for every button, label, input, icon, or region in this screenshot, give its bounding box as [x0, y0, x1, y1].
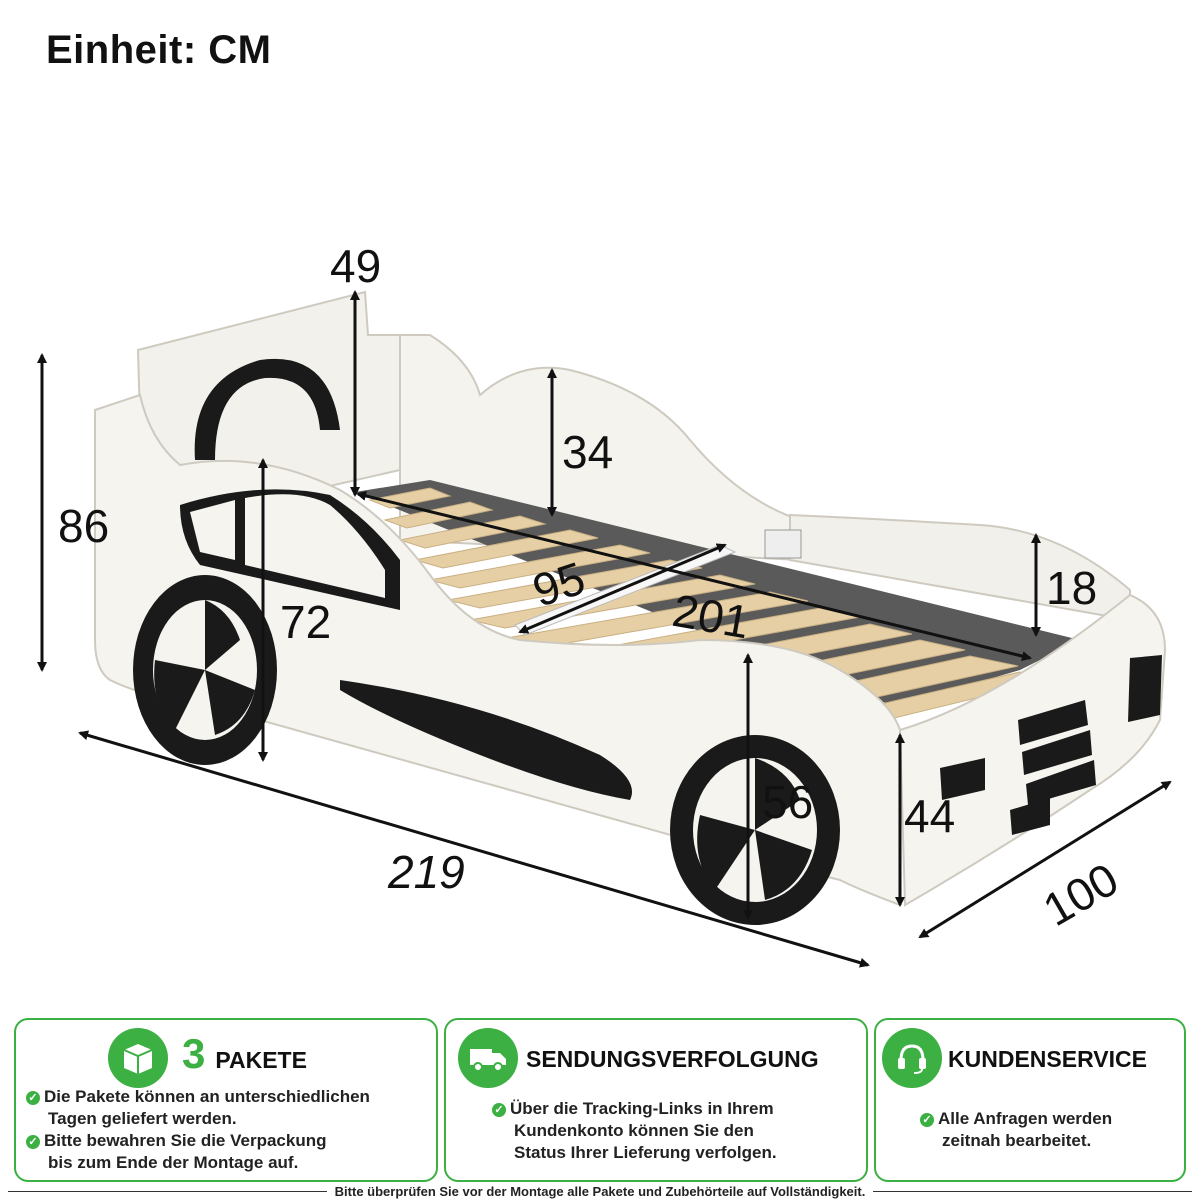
footrail-height-label: 18 — [1046, 562, 1097, 614]
total-width-label: 100 — [1034, 853, 1126, 936]
footer-text: Bitte überprüfen Sie vor der Montage all… — [334, 1183, 866, 1199]
check-icon: ✓ — [26, 1091, 40, 1105]
total-width-arrow — [918, 780, 1172, 939]
center-bracket — [764, 529, 802, 559]
info-card-tracking: SENDUNGSVERFOLGUNG ✓Über die Tracking-Li… — [444, 1018, 868, 1182]
side-height-label: 34 — [562, 426, 613, 478]
headboard-window-trim — [194, 358, 340, 460]
car-bed-dimension-diagram: 49 34 86 72 95 201 18 56 44 219 100 — [37, 240, 1172, 968]
tracking-bullet-1: ✓Über die Tracking-Links in Ihrem Kunden… — [492, 1098, 777, 1164]
unit-title: Einheit: CM — [46, 28, 272, 72]
footer-note: Bitte überprüfen Sie vor der Montage all… — [0, 1182, 1200, 1200]
packages-bullet-2: ✓Bitte bewahren Sie die Verpackung bis z… — [26, 1130, 326, 1174]
front-height-label: 72 — [280, 596, 331, 648]
check-icon: ✓ — [26, 1135, 40, 1149]
total-length-label: 219 — [387, 846, 465, 898]
car-window-pane-right — [245, 494, 385, 598]
headset-icon — [882, 1028, 942, 1088]
front-wheel — [670, 735, 840, 925]
package-count: 3 — [182, 1030, 206, 1077]
inner-length-arrow — [356, 491, 1032, 661]
total-length-arrow — [78, 730, 870, 968]
check-icon: ✓ — [492, 1103, 506, 1117]
total-height-label: 86 — [58, 500, 109, 552]
check-icon: ✓ — [920, 1113, 934, 1127]
wheel-height-label: 56 — [762, 776, 813, 828]
delivery-truck-icon — [458, 1028, 518, 1088]
footer-rule-left — [8, 1190, 327, 1192]
headboard-height-label: 49 — [330, 240, 381, 292]
foot-height-label: 44 — [904, 790, 955, 842]
car-window-pane-left — [190, 500, 235, 560]
customer-service-heading: KUNDENSERVICE — [948, 1046, 1147, 1072]
package-icon — [108, 1028, 168, 1088]
packages-bullet-1: ✓Die Pakete können an unterschiedlichen … — [26, 1086, 370, 1130]
info-card-customer-service: KUNDENSERVICE ✓Alle Anfragen werden zeit… — [874, 1018, 1186, 1182]
customer-service-bullet-1: ✓Alle Anfragen werden zeitnah bearbeitet… — [920, 1108, 1112, 1152]
footer-rule-right — [873, 1190, 1192, 1192]
rear-wheel — [133, 575, 277, 765]
tracking-heading: SENDUNGSVERFOLGUNG — [526, 1046, 819, 1072]
